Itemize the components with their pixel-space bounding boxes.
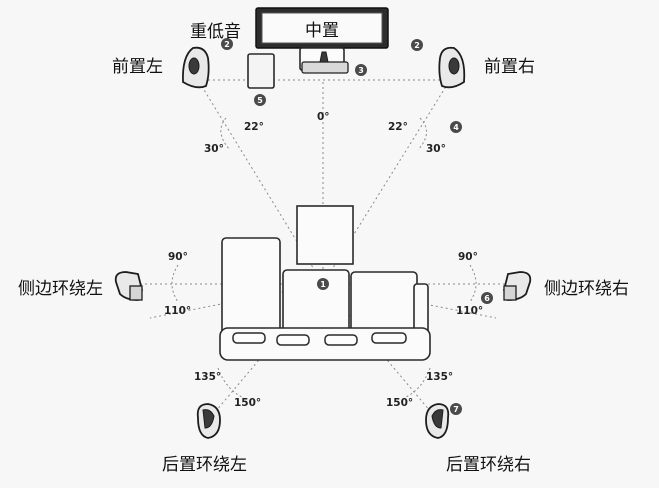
seat-cushion xyxy=(276,334,310,346)
center-speaker xyxy=(299,47,349,74)
badge-subwoofer: 5 xyxy=(254,94,266,106)
front-left-speaker-icon xyxy=(182,46,210,89)
seat-cushion xyxy=(371,332,407,344)
sofa-left-section xyxy=(221,237,281,341)
angle-rear-left-top-label: 135° xyxy=(194,371,221,383)
angle-arcs xyxy=(171,117,477,399)
angle-side-right-bottom-label: 110° xyxy=(456,305,483,317)
seat-cushion xyxy=(232,332,266,344)
arc-rear-left xyxy=(217,367,245,399)
arc-rear-right xyxy=(403,367,431,399)
angle-center-label: 0° xyxy=(317,111,330,123)
angle-rear-right-top-label: 135° xyxy=(426,371,453,383)
badge-rear-right: 7 xyxy=(450,403,462,415)
badge-front-left-number: 2 xyxy=(224,40,230,49)
rear-right-speaker-icon xyxy=(425,403,450,439)
arc-front-right xyxy=(417,117,427,151)
side-left-speaker-icon xyxy=(114,271,143,301)
badge-front-left: 2 xyxy=(221,38,233,50)
front-left-label: 前置左 xyxy=(112,57,163,77)
angle-side-right-top-label: 90° xyxy=(458,251,478,263)
badge-front-right-angle: 4 xyxy=(450,121,462,133)
badge-listener-number: 1 xyxy=(320,280,326,289)
angle-rear-left-bottom-label: 150° xyxy=(234,397,261,409)
angle-rear-right-bottom-label: 150° xyxy=(386,397,413,409)
side-left-label: 侧边环绕左 xyxy=(18,279,103,299)
badge-rear-right-number: 7 xyxy=(453,405,459,414)
rear-left-label: 后置环绕左 xyxy=(162,455,247,475)
angle-front-right-outer-label: 30° xyxy=(426,143,446,155)
angle-front-left-inner-label: 22° xyxy=(244,121,264,133)
angle-front-right-inner-label: 22° xyxy=(388,121,408,133)
tv-screen xyxy=(255,7,389,49)
badge-side-right-number: 6 xyxy=(484,294,490,303)
badge-center: 3 xyxy=(355,64,367,76)
guide-line-side-left-diag xyxy=(149,283,324,319)
side-right-speaker-icon xyxy=(503,271,532,301)
front-right-label: 前置右 xyxy=(484,57,535,77)
front-right-speaker-icon xyxy=(438,46,466,89)
badge-front-right-angle-number: 4 xyxy=(453,123,459,132)
rear-left-speaker-icon xyxy=(196,403,221,439)
angle-side-left-bottom-label: 110° xyxy=(164,305,191,317)
subwoofer-box xyxy=(247,53,275,89)
arc-side-left xyxy=(171,264,179,303)
guide-line-side-right-diag xyxy=(322,283,497,319)
arc-side-right xyxy=(469,264,477,303)
angle-front-left-outer-label: 30° xyxy=(204,143,224,155)
angle-side-left-top-label: 90° xyxy=(168,251,188,263)
badge-front-right: 2 xyxy=(411,39,423,51)
badge-front-right-number: 2 xyxy=(414,41,420,50)
side-right-label: 侧边环绕右 xyxy=(544,279,629,299)
badge-subwoofer-number: 5 xyxy=(257,96,263,105)
subwoofer-label: 重低音 xyxy=(190,22,241,42)
seat-cushion xyxy=(324,334,358,346)
sofa xyxy=(219,205,431,361)
badge-center-number: 3 xyxy=(358,66,364,75)
coffee-table xyxy=(296,205,354,265)
guide-line-rear-left xyxy=(209,283,324,419)
arc-front-left xyxy=(220,117,231,151)
guide-line-rear-right xyxy=(322,283,437,419)
center-label: 中置 xyxy=(305,21,339,41)
badge-side-right: 6 xyxy=(481,292,493,304)
rear-right-label: 后置环绕右 xyxy=(446,455,531,475)
badge-listener: 1 xyxy=(317,278,329,290)
